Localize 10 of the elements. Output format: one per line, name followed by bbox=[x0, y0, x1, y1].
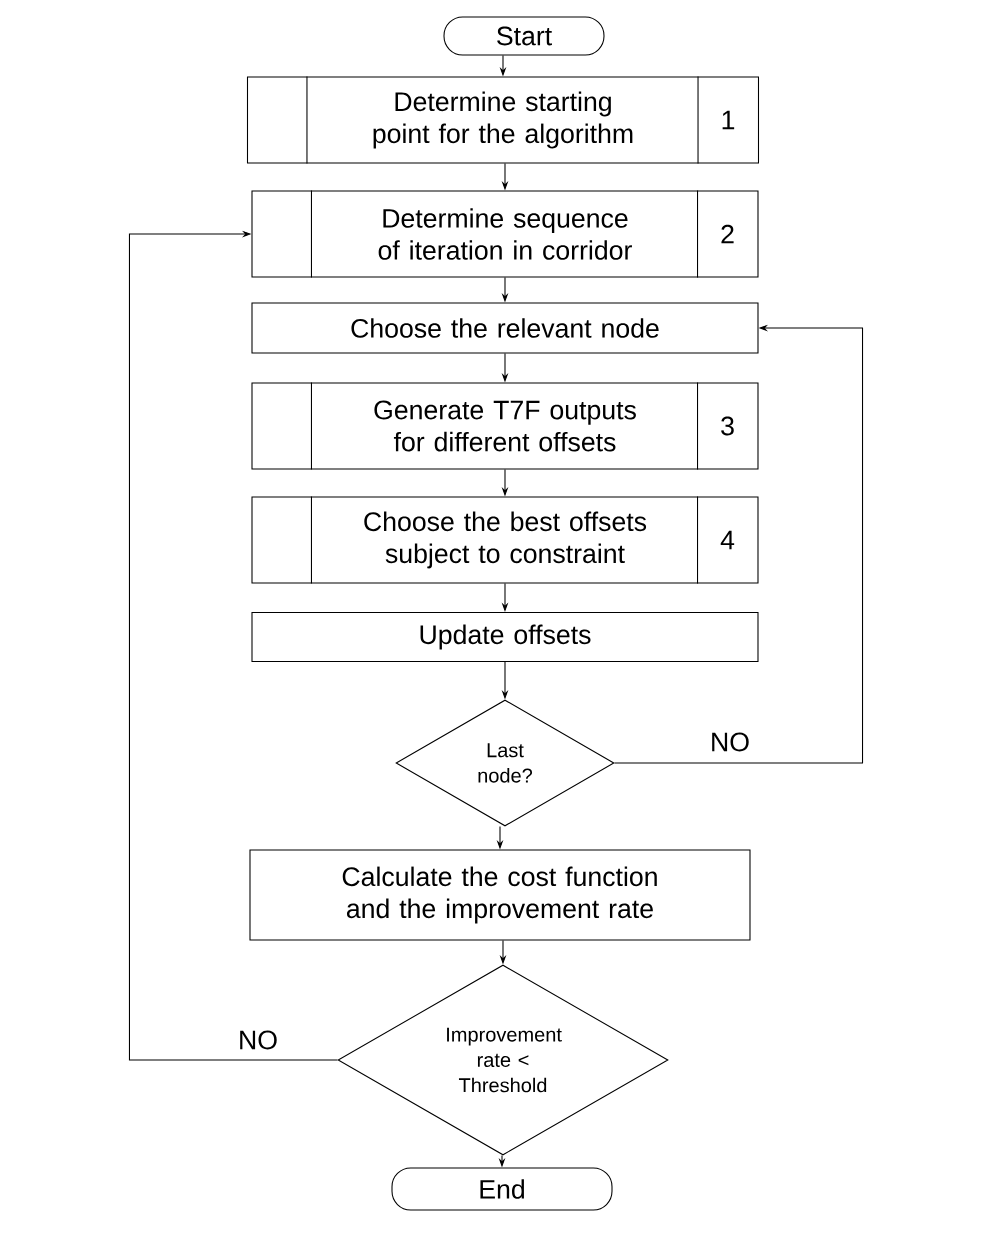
process-box: Calculate the cost function and the improvement rate bbox=[249, 849, 751, 941]
predefined-process-box: Determine sequence of iteration in corridor 2 bbox=[251, 189, 759, 279]
process-box: Choose the relevant node bbox=[251, 302, 759, 354]
process-box: Update offsets bbox=[251, 611, 759, 663]
edge-label: NO bbox=[708, 731, 752, 753]
predefined-process-box: Generate T7F outputs for different offsets 3 bbox=[251, 381, 759, 471]
predefined-process-box: Choose the best offsets subject to constraint 4 bbox=[251, 495, 759, 585]
edge-label: NO bbox=[236, 1029, 280, 1051]
arrow bbox=[128, 230, 338, 1061]
predefined-process-box: Determine starting point for the algorithm 1 bbox=[246, 75, 760, 165]
